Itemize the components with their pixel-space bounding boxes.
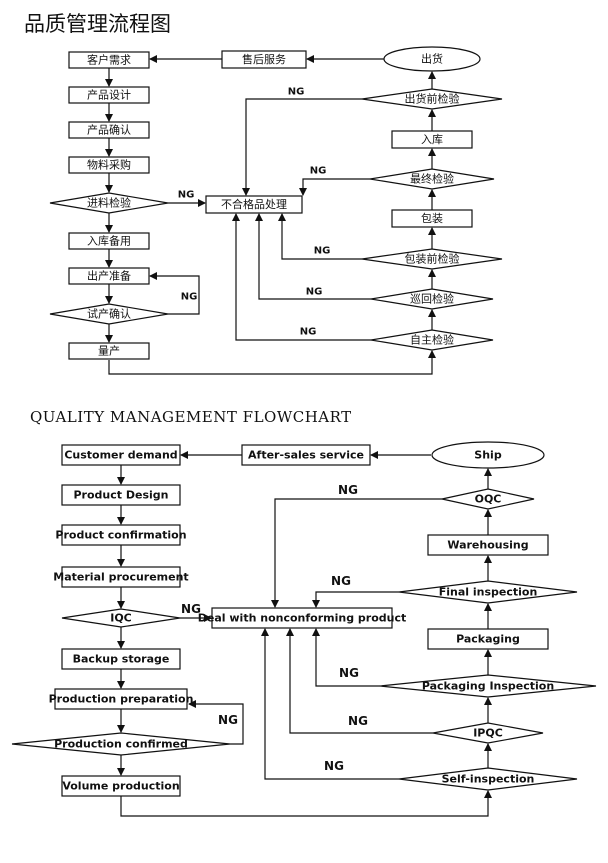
top-left-step-6-label: 入库备用 (87, 234, 131, 248)
top-oqc-ng-arrow (242, 98, 362, 196)
bottom-ng-ipqc: NG (348, 714, 368, 728)
bottom-ng-oqc: NG (338, 483, 358, 497)
top-left-step-7-label: 出产准备 (87, 269, 131, 283)
top-ng-trial: NG (181, 292, 198, 303)
bottom-right-ipqc (432, 722, 544, 744)
bottom-right-final-inspection-label: Final inspection (439, 586, 538, 599)
top-left-step-4-label: 物料采购 (87, 158, 131, 172)
bottom-left-step-9-label: Volume production (62, 780, 179, 793)
bottom-confirmed-ng-arrow (188, 700, 244, 745)
bottom-left-step-6-label: Backup storage (73, 653, 170, 666)
top-left-step-8-label: 试产确认 (87, 307, 131, 321)
bottom-left-step-2-label: Product Design (74, 489, 169, 502)
top-right-oqc-label: 出货前检验 (405, 92, 460, 106)
bottom-ipqc-ng-arrow (286, 628, 433, 734)
top-right-final-inspection-label: 最终检验 (410, 172, 454, 186)
top-ng-self: NG (300, 327, 317, 338)
top-right-ship-label: 出货 (421, 52, 443, 66)
top-right-warehousing-label: 入库 (421, 133, 443, 146)
top-left-step-2-label: 产品设计 (87, 88, 131, 102)
top-after-sales-label: 售后服务 (242, 52, 286, 66)
top-right-packaging-label: 包装 (421, 212, 443, 225)
bottom-right-self-inspection-label: Self-inspection (442, 773, 535, 786)
top-right-packaging-inspection-label: 包装前检验 (405, 252, 460, 266)
top-left-step-5-label: 进料检验 (87, 196, 131, 210)
top-right-self-inspection (370, 329, 494, 351)
bottom-right-packaging-inspection (379, 674, 597, 698)
top-pack-ng-arrow (278, 213, 362, 260)
bottom-ng-confirmed: NG (218, 713, 238, 727)
top-trial-ng-arrow (149, 272, 200, 315)
bottom-left-step-5-label: IQC (110, 612, 132, 625)
bottom-left-step-8-label: Production confirmed (54, 738, 188, 751)
bottom-left-step-3-label: Product confirmation (55, 529, 186, 542)
bottom-self-ng-arrow (261, 628, 399, 780)
bottom-volume-to-self (120, 790, 492, 817)
bottom-left-step-4-label: Material procurement (53, 571, 188, 584)
bottom-oqc-ng-arrow (271, 498, 442, 608)
bottom-right-self-inspection (398, 767, 578, 791)
top-left-step-9 (68, 342, 150, 360)
top-left-step-1-label: 客户需求 (87, 53, 131, 67)
top-right-ipqc (370, 288, 494, 310)
chinese-flowchart-title: 品质管理流程图 (24, 12, 171, 36)
bottom-left-step-7-label: Production preparation (49, 693, 194, 706)
bottom-ng-iqc: NG (181, 602, 201, 616)
bottom-after-sales-label: After-sales service (248, 449, 364, 462)
bottom-ng-pack: NG (339, 666, 359, 680)
top-ipqc-ng-arrow (255, 213, 371, 300)
top-left-step-3-label: 产品确认 (87, 123, 131, 137)
top-self-ng-arrow (232, 213, 371, 341)
bottom-ng-final: NG (331, 574, 351, 588)
bottom-right-oqc-label: OQC (475, 493, 502, 506)
top-center-nonconforming-label: 不合格品处理 (221, 197, 287, 211)
bottom-right-packaging-inspection-label: Packaging Inspection (422, 680, 554, 693)
bottom-final-ng-arrow (312, 591, 399, 608)
bottom-right-oqc (441, 488, 535, 510)
bottom-ng-self: NG (324, 759, 344, 773)
bottom-left-step-1-label: Customer demand (64, 449, 177, 462)
top-final-ng-arrow (299, 178, 370, 196)
top-ng-pack: NG (314, 246, 331, 257)
top-ng-oqc: NG (288, 87, 305, 98)
top-right-ipqc-label: 巡回检验 (410, 292, 454, 306)
bottom-center-nonconforming-label: Deal with nonconforming product (198, 612, 406, 625)
top-center-nonconforming (205, 195, 303, 214)
bottom-right-final-inspection (398, 580, 578, 604)
bottom-right-ship-label: Ship (474, 449, 502, 462)
bottom-right-warehousing-label: Warehousing (447, 539, 528, 552)
top-ng-ipqc: NG (306, 287, 323, 298)
bottom-right-packaging-label: Packaging (456, 633, 520, 646)
top-right-self-inspection-label: 自主检验 (410, 333, 454, 347)
top-left-step-9-label: 量产 (98, 344, 120, 358)
top-ng-iqc: NG (178, 190, 195, 201)
top-right-packaging-inspection (361, 248, 503, 270)
top-volume-to-self (108, 350, 436, 375)
english-flowchart-title: QUALITY MANAGEMENT FLOWCHART (30, 408, 352, 426)
top-right-oqc (361, 88, 503, 110)
top-right-final-inspection (369, 168, 495, 190)
bottom-right-ipqc-label: IPQC (473, 727, 503, 740)
bottom-pack-ng-arrow (312, 628, 380, 687)
top-ng-final: NG (310, 166, 327, 177)
bottom-center-nonconforming (211, 607, 393, 629)
